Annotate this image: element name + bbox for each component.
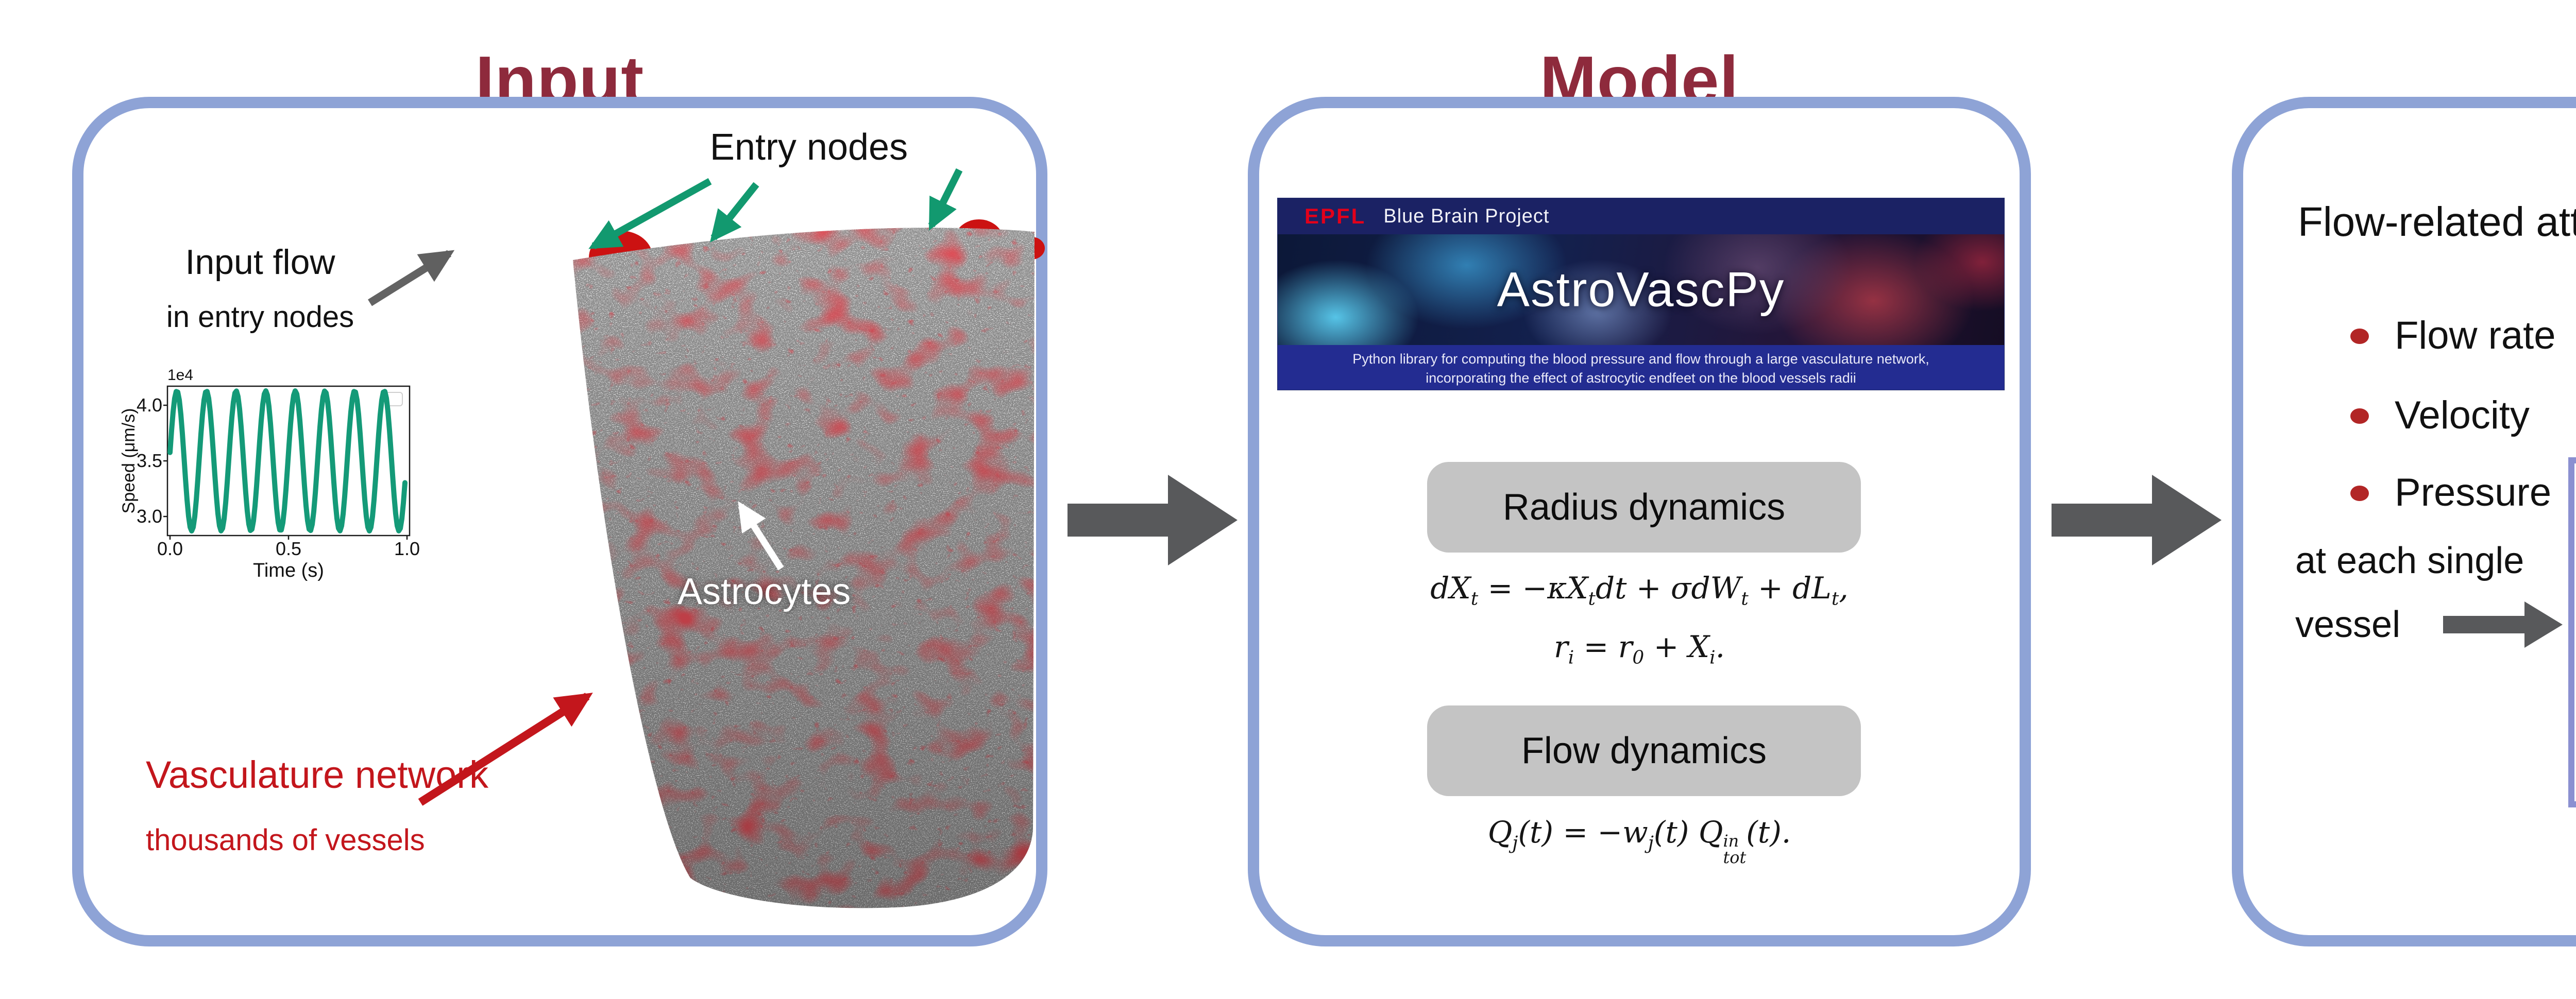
plot-text: 4.0 <box>137 394 162 416</box>
banner-caption: Python library for computing the blood p… <box>1278 345 2004 390</box>
vessel-note-line1: at each single <box>2295 540 2524 581</box>
bullet-icon <box>2350 329 2369 344</box>
banner-caption-line2: incorporating the effect of astrocytic e… <box>1426 370 1856 386</box>
blue-brain-project-label: Blue Brain Project <box>1383 205 1550 227</box>
input-flow-label-line1: Input flow <box>185 243 335 282</box>
plot-text: 0.0 <box>157 538 183 559</box>
input-flow-label-line2: in entry nodes <box>166 300 354 334</box>
astrovascpy-banner: EPFL Blue Brain Project AstroVascPy Pyth… <box>1278 198 2004 390</box>
bullet-icon <box>2350 486 2369 501</box>
bullet-icon <box>2350 408 2369 424</box>
radius-equation-sde: dXt = −κXtdt + σdWt + dLt, <box>1430 571 1849 610</box>
input-to-model-arrow-icon <box>1067 475 1238 565</box>
banner-artwork: AstroVascPy <box>1278 234 2004 345</box>
edge-card-1: noisezero noise3.103.053.002.952.90Mean … <box>2568 457 2576 807</box>
model-to-output-arrow-icon <box>2052 475 2222 565</box>
plot-text: 3.5 <box>137 450 162 471</box>
entry-nodes-label: Entry nodes <box>709 127 908 168</box>
flow-dynamics-box: Flow dynamics <box>1427 705 1861 796</box>
vasculature-label-line2: thousands of vessels <box>146 823 425 857</box>
plot-text: 3.0 <box>137 506 162 527</box>
radius-dynamics-box: Radius dynamics <box>1427 462 1861 553</box>
vessel-note-line2: vessel <box>2295 604 2401 645</box>
vasculature-label-line1: Vasculature network <box>146 753 488 796</box>
banner-header-bar: EPFL Blue Brain Project <box>1278 198 2004 234</box>
bullet-flow-rate: Flow rate <box>2395 314 2556 357</box>
output-section-title: Output <box>2232 41 2576 129</box>
bullet-pressure: Pressure <box>2395 471 2552 514</box>
flow-related-attributes-heading: Flow-related attributes <box>2298 199 2576 245</box>
banner-caption-line1: Python library for computing the blood p… <box>1352 351 1929 367</box>
astrovascpy-title: AstroVascPy <box>1497 262 1785 317</box>
plot-text: 1e4 <box>167 367 193 384</box>
bullet-velocity: Velocity <box>2395 393 2530 437</box>
plot-text: Time (s) <box>253 560 324 581</box>
network-block <box>573 228 1035 908</box>
edge-card-label-1: Edge 1 <box>2568 825 2576 873</box>
plot-text: Speed (μm/s) <box>121 408 139 514</box>
astrocytes-label: Astrocytes <box>677 571 851 612</box>
vasculature-network-render <box>573 219 1045 908</box>
radius-equation-r: ri = r0 + Xi. <box>1553 629 1725 668</box>
output-panel <box>2232 97 2576 946</box>
plot-text: 1.0 <box>394 538 420 559</box>
epfl-logo: EPFL <box>1304 204 1366 228</box>
plot-text: 0.5 <box>276 538 301 559</box>
